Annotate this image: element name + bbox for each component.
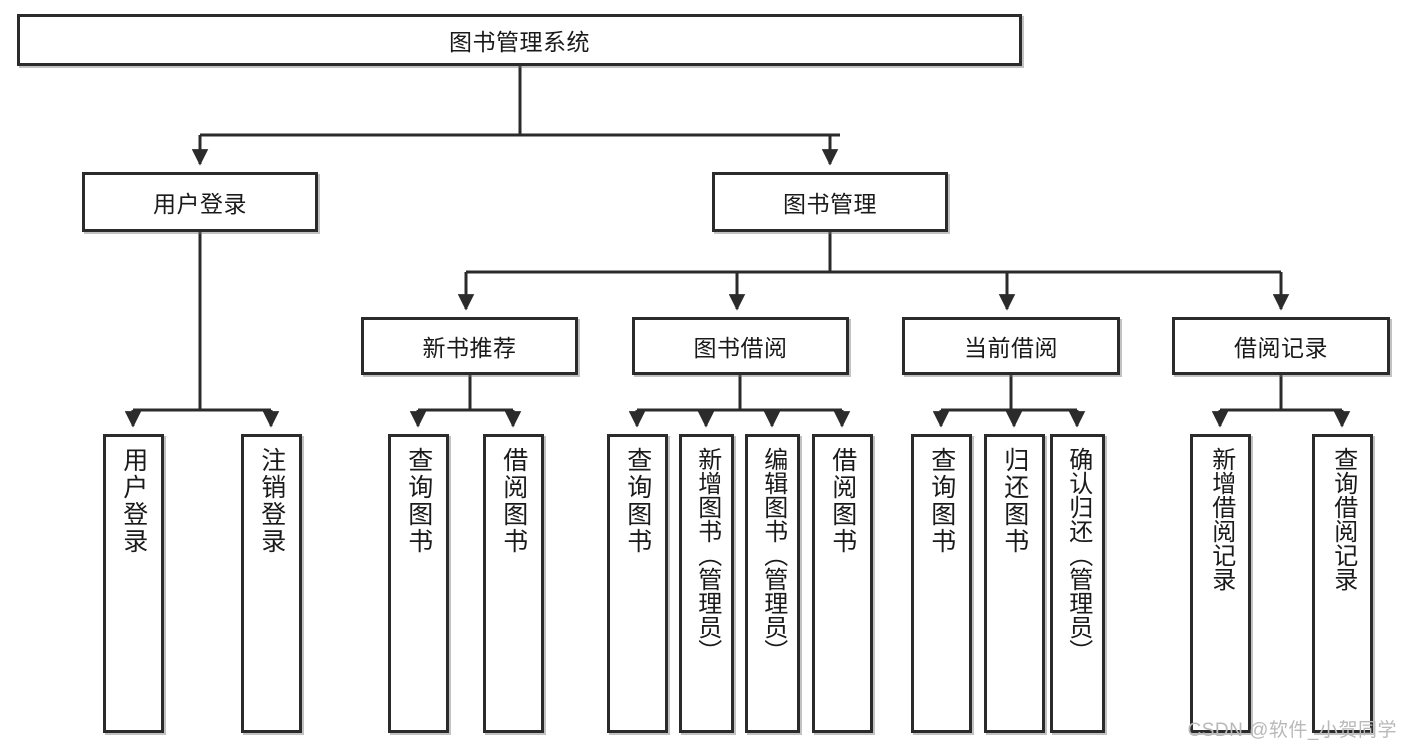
leaf-borrow-book-recommend-label: 借阅图书 xyxy=(499,447,528,555)
leaf-query-book-borrow[interactable]: 查询图书 xyxy=(607,434,668,733)
leaf-query-book-recommend[interactable]: 查询图书 xyxy=(388,434,449,733)
leaf-return-book[interactable]: 归还图书 xyxy=(984,434,1045,733)
node-book-management-label: 图书管理 xyxy=(783,191,877,217)
leaf-add-book-admin[interactable]: 新增图书（管理员） xyxy=(679,434,734,733)
node-book-management[interactable]: 图书管理 xyxy=(712,172,948,232)
leaf-add-borrow-record[interactable]: 新增借阅记录 xyxy=(1190,434,1251,733)
leaf-add-borrow-record-label: 新增借阅记录 xyxy=(1207,447,1235,591)
leaf-borrow-book-label: 借阅图书 xyxy=(828,447,857,555)
leaf-query-borrow-record[interactable]: 查询借阅记录 xyxy=(1312,434,1373,733)
leaf-query-book-current[interactable]: 查询图书 xyxy=(911,434,972,733)
node-borrow-record[interactable]: 借阅记录 xyxy=(1172,317,1390,375)
leaf-logout[interactable]: 注销登录 xyxy=(241,434,302,733)
node-root-label: 图书管理系统 xyxy=(449,29,590,55)
node-current-borrow[interactable]: 当前借阅 xyxy=(902,317,1120,375)
leaf-confirm-return-admin-label: 确认归还（管理员） xyxy=(1064,447,1092,663)
leaf-query-book-current-label: 查询图书 xyxy=(927,447,956,555)
node-user-login-label: 用户登录 xyxy=(153,191,247,217)
node-current-borrow-label: 当前借阅 xyxy=(964,335,1058,361)
leaf-borrow-book-recommend[interactable]: 借阅图书 xyxy=(483,434,544,733)
leaf-return-book-label: 归还图书 xyxy=(1000,447,1029,555)
node-new-book-recommend[interactable]: 新书推荐 xyxy=(361,317,578,375)
leaf-query-book-borrow-label: 查询图书 xyxy=(623,447,652,555)
leaf-edit-book-admin-label: 编辑图书（管理员） xyxy=(759,447,787,663)
leaf-confirm-return-admin[interactable]: 确认归还（管理员） xyxy=(1050,434,1105,733)
node-root[interactable]: 图书管理系统 xyxy=(17,14,1022,66)
leaf-logout-label: 注销登录 xyxy=(257,447,286,555)
leaf-query-book-recommend-label: 查询图书 xyxy=(404,447,433,555)
node-book-borrow-label: 图书借阅 xyxy=(693,335,788,361)
watermark: CSDN @软件_小贺同学 xyxy=(1187,720,1397,741)
leaf-borrow-book[interactable]: 借阅图书 xyxy=(812,434,873,733)
leaf-user-login-label: 用户登录 xyxy=(119,447,148,555)
node-book-borrow[interactable]: 图书借阅 xyxy=(632,317,849,375)
leaf-add-book-admin-label: 新增图书（管理员） xyxy=(693,447,721,663)
node-new-book-recommend-label: 新书推荐 xyxy=(422,335,517,361)
node-user-login[interactable]: 用户登录 xyxy=(82,172,318,232)
node-borrow-record-label: 借阅记录 xyxy=(1234,335,1328,361)
leaf-query-borrow-record-label: 查询借阅记录 xyxy=(1329,447,1357,591)
leaf-user-login[interactable]: 用户登录 xyxy=(103,434,164,733)
leaf-edit-book-admin[interactable]: 编辑图书（管理员） xyxy=(745,434,800,733)
